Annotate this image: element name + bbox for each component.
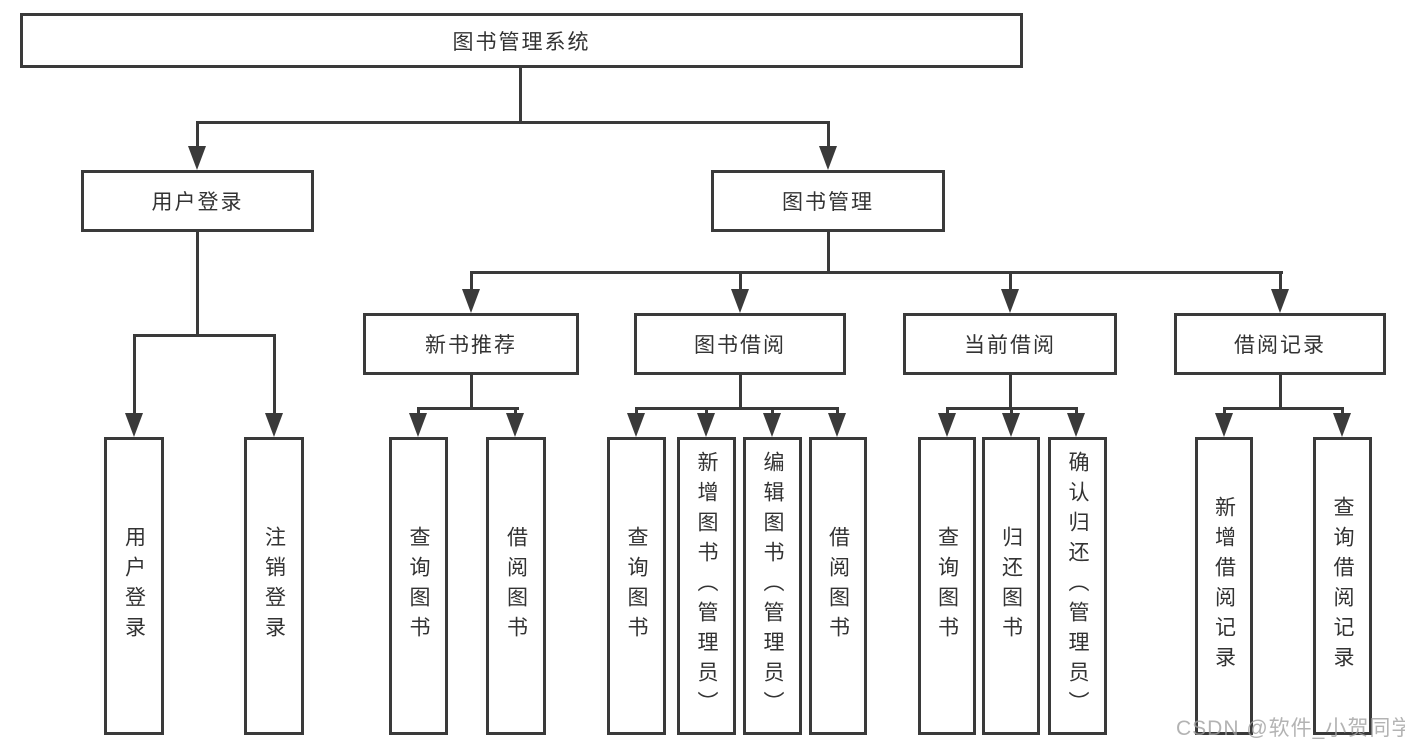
connector-line [1009, 271, 1012, 292]
leaf-logout: 注销登录 [244, 437, 304, 735]
leaf-query-books-borrow: 查询图书 [607, 437, 666, 735]
connector-line [1341, 407, 1344, 416]
node-label: 查询图书 [625, 526, 648, 646]
leaf-add-borrow-record: 新增借阅记录 [1195, 437, 1253, 735]
connector-line [1223, 407, 1344, 410]
connector-line [196, 232, 199, 337]
connector-line [1010, 407, 1013, 416]
connector-line [771, 407, 774, 416]
connector-line [470, 271, 1283, 274]
node-label: 图书管理系统 [452, 30, 591, 54]
arrow-down-icon [1215, 413, 1233, 437]
connector-line [514, 407, 517, 416]
node-label: 图书管理 [782, 191, 874, 214]
connector-line [196, 121, 199, 149]
connector-line [635, 407, 839, 410]
connector-line [133, 334, 136, 416]
connector-line [1075, 407, 1078, 416]
arrow-down-icon [265, 413, 283, 437]
arrow-down-icon [1333, 413, 1351, 437]
connector-line [417, 407, 519, 410]
node-label: 注销登录 [262, 526, 286, 646]
node-label: 查询图书 [407, 526, 430, 646]
node-user-login: 用户登录 [81, 170, 314, 232]
node-label: 新书推荐 [425, 334, 517, 357]
node-label: 借阅图书 [826, 526, 850, 646]
connector-line [635, 407, 638, 416]
leaf-return-books: 归还图书 [982, 437, 1040, 735]
leaf-query-books-recommend: 查询图书 [389, 437, 448, 735]
node-label: 借阅记录 [1234, 334, 1326, 357]
node-label: 新增图书（管理员） [695, 451, 718, 721]
arrow-down-icon [627, 413, 645, 437]
arrow-down-icon [1001, 289, 1019, 313]
leaf-add-books-admin: 新增图书（管理员） [677, 437, 736, 735]
connector-line [827, 232, 830, 274]
connector-line [827, 121, 830, 149]
arrow-down-icon [1271, 289, 1289, 313]
leaf-edit-books-admin: 编辑图书（管理员） [743, 437, 802, 735]
arrow-down-icon [819, 146, 837, 170]
arrow-down-icon [1002, 413, 1020, 437]
arrow-down-icon [506, 413, 524, 437]
node-label: 编辑图书（管理员） [761, 451, 784, 721]
connector-line [417, 407, 420, 416]
connector-line [739, 271, 742, 292]
node-current-borrowing: 当前借阅 [903, 313, 1117, 375]
connector-line [1279, 375, 1282, 410]
connector-line [273, 334, 276, 416]
node-label: 查询借阅记录 [1331, 496, 1354, 676]
connector-line [1009, 375, 1012, 410]
node-label: 用户登录 [122, 526, 146, 646]
node-library-management-system: 图书管理系统 [20, 13, 1023, 68]
arrow-down-icon [409, 413, 427, 437]
leaf-borrow-books: 借阅图书 [809, 437, 867, 735]
leaf-confirm-return-admin: 确认归还（管理员） [1048, 437, 1107, 735]
connector-line [470, 375, 473, 410]
arrow-down-icon [697, 413, 715, 437]
csdn-watermark: CSDN @软件_小贺同学 [1176, 717, 1405, 740]
connector-line [705, 407, 708, 416]
leaf-query-borrow-record: 查询借阅记录 [1313, 437, 1372, 735]
node-book-borrowing: 图书借阅 [634, 313, 846, 375]
node-label: 归还图书 [999, 526, 1023, 646]
connector-line [196, 121, 830, 124]
leaf-borrow-books-recommend: 借阅图书 [486, 437, 546, 735]
node-label: 查询图书 [935, 526, 959, 646]
node-book-management: 图书管理 [711, 170, 945, 232]
arrow-down-icon [188, 146, 206, 170]
connector-line [133, 334, 276, 337]
leaf-user-login: 用户登录 [104, 437, 164, 735]
connector-line [739, 375, 742, 410]
arrow-down-icon [462, 289, 480, 313]
arrow-down-icon [828, 413, 846, 437]
connector-line [1279, 271, 1282, 292]
node-label: 用户登录 [151, 191, 244, 214]
arrow-down-icon [938, 413, 956, 437]
leaf-query-books-current: 查询图书 [918, 437, 976, 735]
connector-line [1223, 407, 1226, 416]
node-label: 新增借阅记录 [1212, 496, 1236, 676]
arrow-down-icon [763, 413, 781, 437]
node-label: 借阅图书 [504, 526, 528, 646]
connector-line [470, 271, 473, 292]
node-new-book-recommendation: 新书推荐 [363, 313, 579, 375]
node-borrowing-records: 借阅记录 [1174, 313, 1386, 375]
node-label: 当前借阅 [964, 334, 1056, 357]
arrow-down-icon [125, 413, 143, 437]
connector-line [836, 407, 839, 416]
node-label: 图书借阅 [694, 334, 786, 357]
arrow-down-icon [1067, 413, 1085, 437]
arrow-down-icon [731, 289, 749, 313]
connector-line [946, 407, 949, 416]
connector-line [519, 68, 522, 124]
node-label: 确认归还（管理员） [1066, 451, 1089, 721]
